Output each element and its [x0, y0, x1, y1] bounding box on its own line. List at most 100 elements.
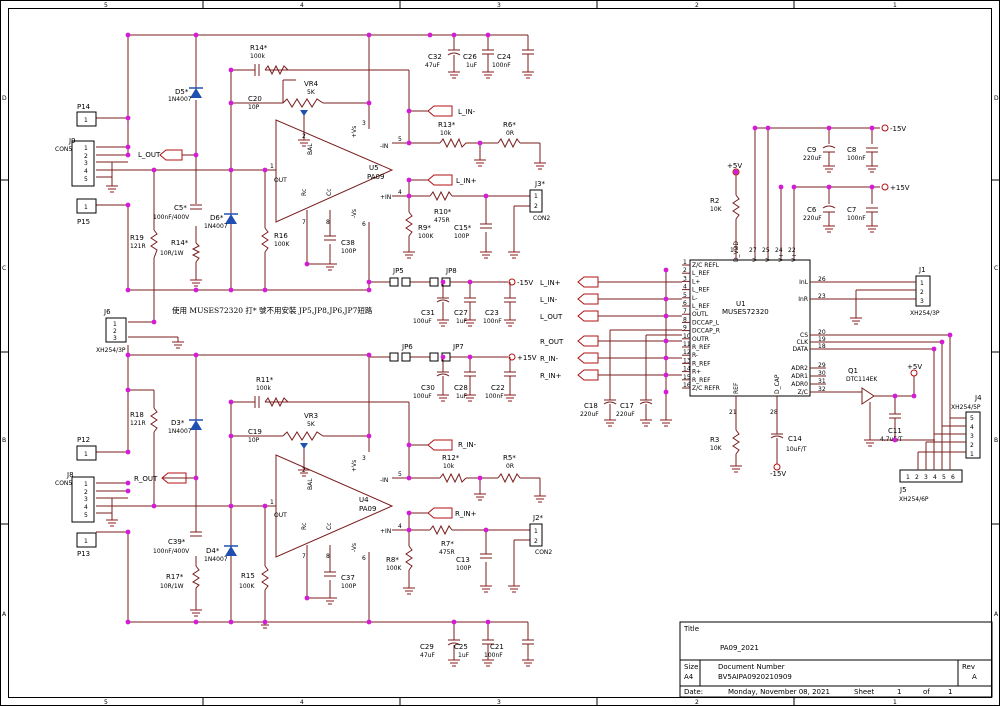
c13-ref: C13 [456, 556, 470, 564]
u1-pin-number: 18 [818, 343, 826, 350]
c26-ref: C26 [463, 53, 477, 61]
u1-pin-number: 26 [818, 276, 826, 283]
u1-pin-name: R_REF [692, 377, 711, 384]
col-label: 3 [497, 2, 501, 9]
col-label: 2 [695, 699, 699, 706]
u1-pin-name: L+ [692, 278, 700, 285]
r15-ref: R15 [241, 572, 255, 580]
c32-ref: C32 [428, 53, 442, 61]
j2-ref: J2* [532, 514, 544, 522]
u1-pin-number: 12 [683, 349, 691, 356]
u4-rc-label: Rc [301, 523, 308, 530]
r10-ref: R10* [434, 208, 452, 216]
p15-pad [76, 198, 97, 214]
title-value: PA09_2021 [720, 644, 759, 652]
jp7-ref: JP7 [452, 343, 464, 351]
r8-val: 100K [386, 565, 402, 572]
col-label: 2 [695, 2, 699, 9]
r7-ref: R7* [441, 540, 454, 548]
u1-right-pins: 26InL23InR20CS19CLK18DATA29ADR230ADR131A… [791, 276, 826, 396]
u4-opamp-symbol [275, 454, 394, 558]
u5-opamp-symbol [275, 119, 394, 223]
pin-num: 4 [84, 504, 88, 511]
right-channel-amplifier: U4 PA09 -IN +IN OUT BAL Rc Cc +Vs -Vs 3 … [55, 343, 552, 660]
pin-num: 4 [398, 523, 402, 530]
rev-value: A [972, 673, 977, 681]
c11-val: 4.7uF/T [880, 436, 903, 443]
vr3-potentiometer [282, 431, 324, 441]
r17-resistor [192, 565, 200, 589]
u1-net-flags: L_IN+L_IN-L_OUTR_OUTR_IN-R_IN+ [540, 276, 682, 381]
u4-value: PA09 [359, 505, 376, 513]
u5-rc-label: Rc [301, 189, 308, 196]
d6-diode-icon [225, 214, 237, 224]
c15-val: 100P [454, 233, 469, 240]
r14-resistor [264, 64, 289, 76]
u1-pin-number: 23 [818, 293, 826, 300]
j6-val: XH254/3P [96, 347, 126, 354]
col-label: 4 [300, 699, 304, 706]
u1-pin-number: 20 [818, 329, 826, 336]
pin-num: 1 [84, 451, 88, 458]
net-flag-label: L_OUT [540, 313, 563, 321]
u1-pin-number: 6 [683, 300, 687, 307]
c7-val: 100nF [847, 215, 866, 222]
c21-ref: C21 [490, 643, 504, 651]
r16-val: 100K [274, 241, 290, 248]
pin-num: 1 [906, 474, 910, 481]
r9-val: 100K [418, 233, 434, 240]
c28-val: 1uF [456, 393, 468, 400]
d5-val: 1N4007 [168, 96, 192, 103]
r11-val: 100k [256, 385, 271, 392]
pin-num: 2 [920, 289, 924, 296]
rail-pos15-label: +15V [517, 354, 537, 362]
col-label: 3 [497, 699, 501, 706]
r10-resistor [429, 190, 453, 202]
c6-val: 220uF [803, 215, 822, 222]
u1-pin-number: 27 [749, 247, 757, 254]
j8-ref: J8 [66, 471, 74, 479]
row-label: A [994, 611, 999, 618]
d3-ref: D3* [171, 419, 185, 427]
c37-val: 100P [341, 583, 356, 590]
c11-ref: C11 [888, 427, 902, 435]
r10-val: 475R [434, 217, 450, 224]
r9-ref: R9* [418, 224, 431, 232]
u5-value: PA09 [367, 173, 384, 181]
d5-diode-icon [190, 88, 202, 98]
size-value: A4 [684, 673, 694, 681]
u1-pin-name: V- [752, 256, 759, 262]
u1-pin-number: 28 [770, 409, 778, 416]
u1-pin-number: 19 [818, 336, 826, 343]
u5-out-label: OUT [274, 177, 287, 184]
u1-chip [689, 259, 811, 397]
u5-vn-label: -Vs [351, 209, 358, 218]
col-label: 5 [104, 2, 108, 9]
u1-pin-name: REF [733, 382, 740, 394]
u1-pin-name: V+ [778, 253, 785, 262]
row-label: A [2, 611, 7, 618]
u1-pin-name: InL [799, 279, 809, 286]
u1-pin-name: OUTR [692, 336, 709, 343]
r5-ref: R5* [503, 454, 516, 462]
j4-val: XH254/5P [951, 404, 981, 411]
pin-num: 6 [951, 474, 955, 481]
c23-ref: C23 [485, 309, 499, 317]
title-label: Title [683, 625, 699, 633]
net-label-l-in-minus: L_IN- [458, 108, 476, 116]
rail-pos5-label: +5V [727, 162, 742, 170]
col-label: 1 [893, 699, 897, 706]
u1-pin-number: 2 [683, 267, 687, 274]
net-label-r-in-plus: R_IN+ [455, 510, 477, 518]
left-channel-amplifier: U5 PA09 -IN +IN OUT BAL Rc Cc +Vs -Vs 3 … [55, 34, 550, 354]
u1-pin-name: L- [692, 295, 697, 302]
net-flag-label: L_IN- [540, 296, 558, 304]
u1-pin-number: 15 [683, 374, 691, 381]
pin-num: 7 [302, 219, 306, 226]
pin-num: 1 [920, 280, 924, 287]
pin-num: 1 [270, 163, 274, 170]
col-label: 1 [893, 2, 897, 9]
r3-ref: R3 [710, 436, 719, 444]
r19-resistor [150, 229, 158, 259]
